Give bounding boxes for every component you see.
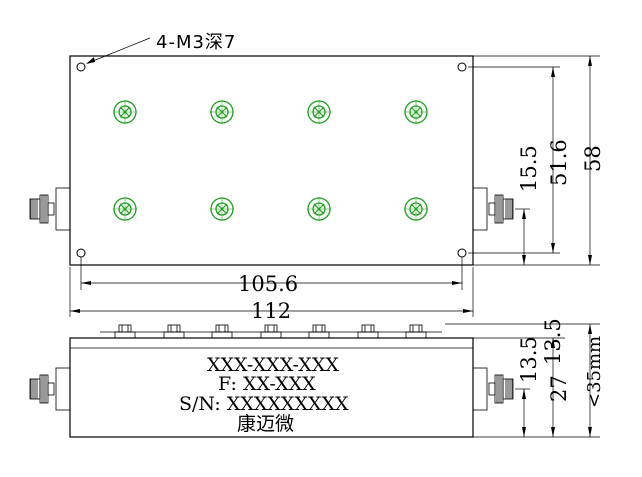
nameplate-frequency: F: XX-XXX [218, 373, 316, 395]
mounting-hole-top-right [457, 62, 467, 72]
tuning-screw [403, 196, 429, 222]
dim-hole-spacing-y: 51.6 [547, 139, 571, 186]
tuning-screw [403, 99, 429, 125]
tuning-screw-grid [112, 99, 429, 222]
connector-left-top-view [29, 187, 71, 231]
tuning-screw [112, 196, 138, 222]
tuning-screw [306, 99, 332, 125]
dim-hole-spacing-x: 105.6 [238, 272, 298, 296]
dim-side-body-height: 27 [547, 375, 571, 402]
tuning-screw [306, 196, 332, 222]
connector-right-top-view [472, 187, 514, 231]
nameplate-serial: S/N: XXXXXXXXX [179, 393, 349, 415]
dim-side-total-height: <35mm [584, 336, 605, 408]
connector-right-side-view [472, 367, 514, 411]
mounting-hole-bottom-right [457, 248, 467, 258]
tuning-screw [209, 99, 235, 125]
side-tuning-studs [114, 324, 427, 339]
dim-side-connector-offset: 13.5 [517, 336, 541, 383]
dim-connector-offset: 15.5 [517, 145, 541, 192]
tuning-screw [112, 99, 138, 125]
top-view-body [69, 55, 474, 266]
hole-note: 4-M3深7 [156, 32, 236, 53]
mounting-hole-top-left [76, 62, 86, 72]
mounting-hole-bottom-left [76, 248, 86, 258]
dim-total-width: 112 [251, 299, 291, 323]
connector-left-side-view [29, 367, 71, 411]
dim-total-height: 58 [581, 145, 605, 172]
nameplate-brand: 康迈微 [237, 413, 294, 435]
tuning-screw [209, 196, 235, 222]
nameplate-model: XXX-XXX-XXX [207, 354, 339, 376]
